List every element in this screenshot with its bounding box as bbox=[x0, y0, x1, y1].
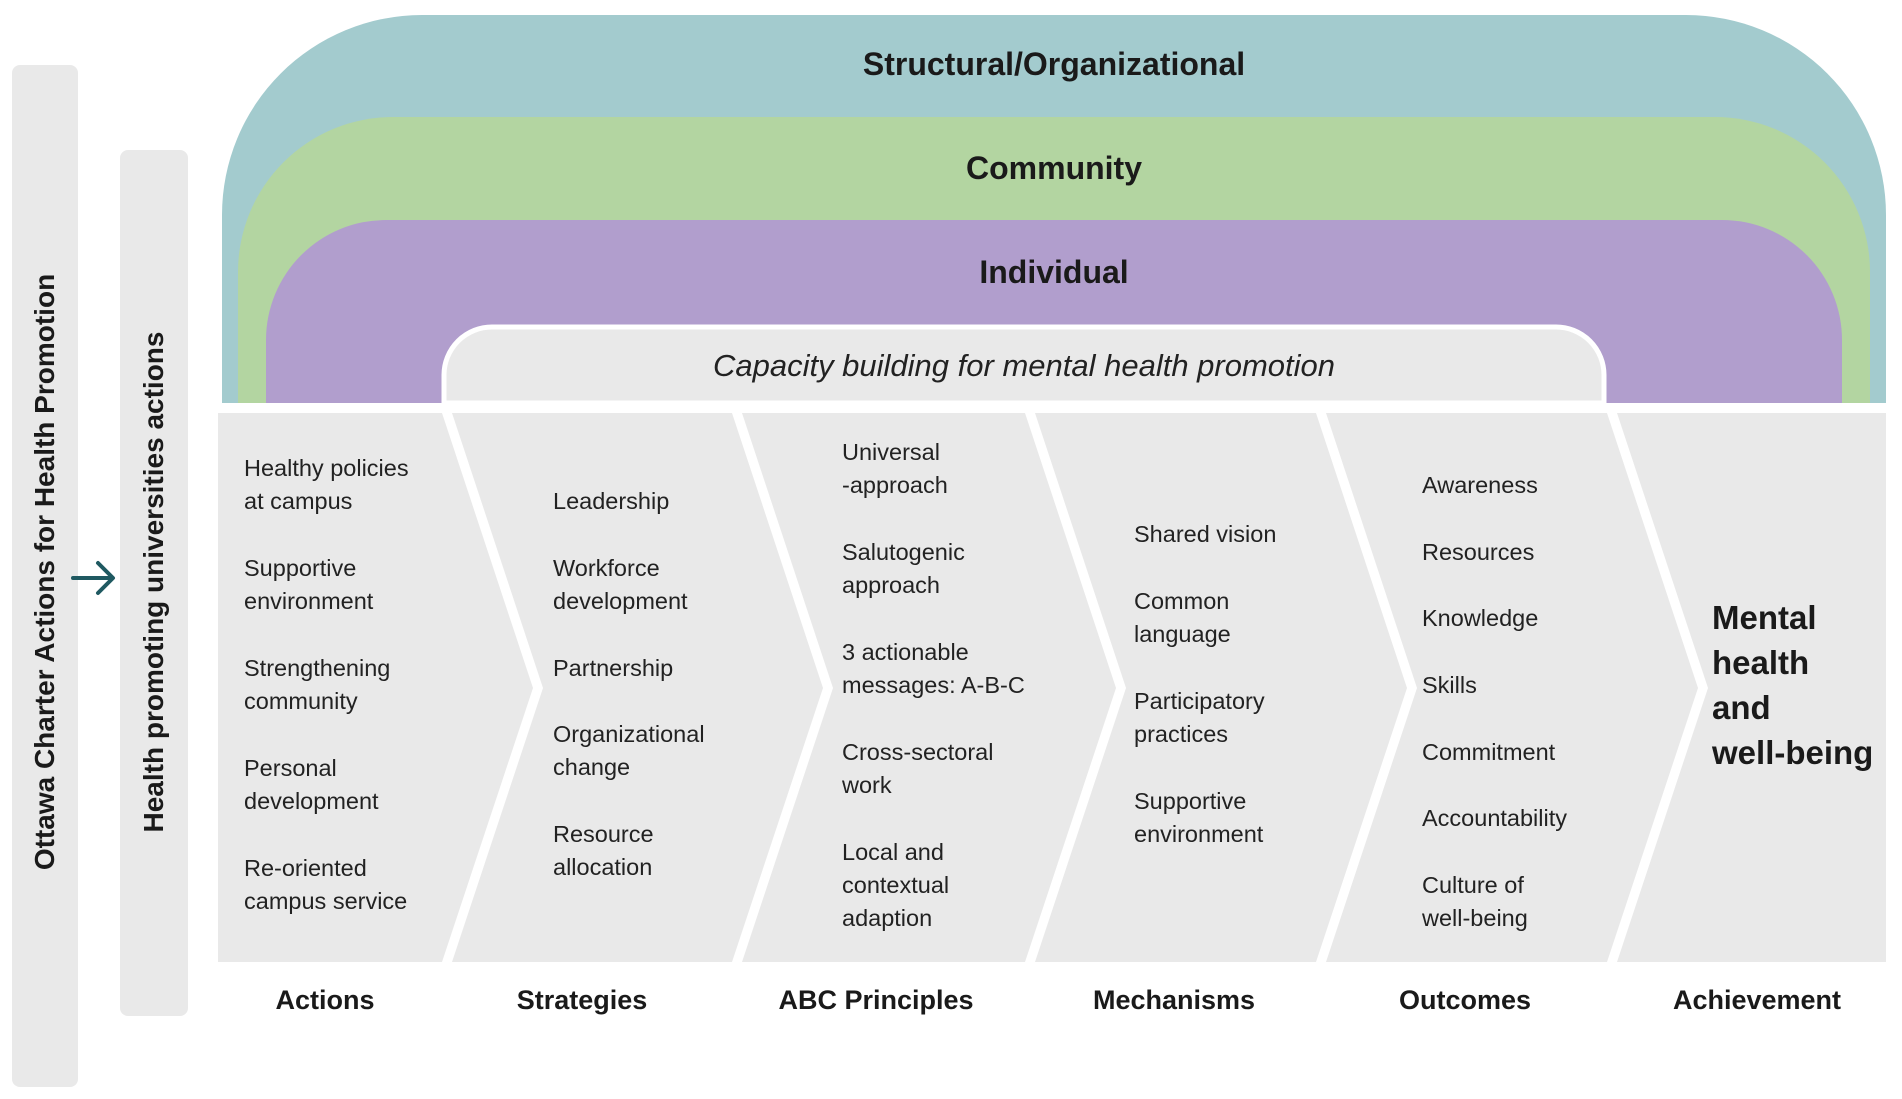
item-outcomes: Knowledge bbox=[1422, 602, 1642, 635]
item-line: Supportive bbox=[1134, 788, 1247, 814]
stage-label-actions: Actions bbox=[275, 985, 375, 1015]
level-individual-label: Individual bbox=[979, 254, 1129, 290]
item-line: Re-oriented bbox=[244, 855, 367, 881]
item-actions: Supportive environment bbox=[244, 552, 464, 618]
stage-label-mechanisms: Mechanisms bbox=[1092, 985, 1256, 1015]
item-outcomes: Skills bbox=[1422, 669, 1642, 702]
item-line: Workforce bbox=[553, 555, 660, 581]
item-strategies: Resource allocation bbox=[553, 818, 773, 884]
item-line: work bbox=[842, 772, 892, 798]
item-abc-principles: 3 actionable messages: A-B-C bbox=[842, 636, 1062, 702]
level-community-label: Community bbox=[966, 150, 1142, 186]
item-outcomes: Commitment bbox=[1422, 736, 1642, 769]
item-line: Healthy policies bbox=[244, 455, 409, 481]
item-line: Personal bbox=[244, 755, 337, 781]
item-line: at campus bbox=[244, 488, 353, 514]
chevron-achievement bbox=[1617, 413, 1886, 962]
item-strategies: Leadership bbox=[553, 485, 773, 518]
item-line: Skills bbox=[1422, 672, 1477, 698]
item-line: community bbox=[244, 688, 358, 714]
item-actions: Re-oriented campus service bbox=[244, 852, 464, 918]
item-strategies: Workforce development bbox=[553, 552, 773, 618]
item-line: environment bbox=[1134, 821, 1264, 847]
stage-label-strategies: Strategies bbox=[516, 985, 648, 1015]
item-line: Knowledge bbox=[1422, 605, 1539, 631]
chevron-abc-principles bbox=[742, 413, 1116, 962]
item-abc-principles: Universal -approach bbox=[842, 436, 1062, 502]
item-strategies: Partnership bbox=[553, 652, 773, 685]
item-mechanisms: Participatory practices bbox=[1134, 685, 1354, 751]
item-line: Universal bbox=[842, 439, 940, 465]
item-line: Leadership bbox=[553, 488, 670, 514]
item-line: Organizational bbox=[553, 721, 705, 747]
right-arrow-icon bbox=[71, 561, 115, 595]
item-line: Accountability bbox=[1422, 805, 1567, 831]
achievement-text: Mental health and well-being bbox=[1712, 595, 1873, 775]
achievement-line: well-being bbox=[1712, 734, 1874, 771]
item-abc-principles: Local and contextual adaption bbox=[842, 836, 1062, 935]
stage-label-achievement: Achievement bbox=[1672, 985, 1842, 1015]
level-structural-label: Structural/Organizational bbox=[862, 46, 1246, 82]
item-actions: Healthy policies at campus bbox=[244, 452, 464, 518]
item-outcomes: Resources bbox=[1422, 536, 1642, 569]
item-line: language bbox=[1134, 621, 1231, 647]
achievement-line: health bbox=[1712, 644, 1810, 681]
item-line: environment bbox=[244, 588, 374, 614]
item-line: Common bbox=[1134, 588, 1230, 614]
item-line: Supportive bbox=[244, 555, 357, 581]
item-abc-principles: Salutogenic approach bbox=[842, 536, 1062, 602]
item-line: Partnership bbox=[553, 655, 674, 681]
item-line: adaption bbox=[842, 905, 933, 931]
item-line: Participatory bbox=[1134, 688, 1265, 714]
item-actions: Personal development bbox=[244, 752, 464, 818]
item-line: Resources bbox=[1422, 539, 1535, 565]
chevron-outcomes bbox=[1326, 413, 1698, 962]
item-mechanisms: Shared vision bbox=[1134, 518, 1354, 551]
item-line: Commitment bbox=[1422, 739, 1556, 765]
capacity-building-label: Capacity building for mental health prom… bbox=[712, 348, 1336, 383]
item-line: messages: A-B-C bbox=[842, 672, 1025, 698]
item-strategies: Organizational change bbox=[553, 718, 773, 784]
capacity-band bbox=[441, 324, 1607, 406]
item-line: development bbox=[244, 788, 379, 814]
item-line: Culture of bbox=[1422, 872, 1524, 898]
achievement-line: and bbox=[1712, 689, 1771, 726]
chevron-actions bbox=[218, 413, 533, 962]
item-line: development bbox=[553, 588, 688, 614]
inner-side-bar bbox=[120, 150, 188, 1016]
item-line: 3 actionable bbox=[842, 639, 969, 665]
item-mechanisms: Common language bbox=[1134, 585, 1354, 651]
chevron-mechanisms bbox=[1035, 413, 1407, 962]
item-outcomes: Culture of well-being bbox=[1422, 869, 1642, 935]
item-line: contextual bbox=[842, 872, 950, 898]
item-line: well-being bbox=[1422, 905, 1528, 931]
item-line: Resource bbox=[553, 821, 654, 847]
health-promoting-universities-label: Health promoting universities actions bbox=[138, 331, 169, 833]
item-outcomes: Awareness bbox=[1422, 469, 1642, 502]
chevron-strategies bbox=[452, 413, 823, 962]
item-line: Awareness bbox=[1422, 472, 1538, 498]
item-mechanisms: Supportive environment bbox=[1134, 785, 1354, 851]
stage-label-abc-principles: ABC Principles bbox=[778, 985, 974, 1015]
item-line: practices bbox=[1134, 721, 1229, 747]
item-line: Shared vision bbox=[1134, 521, 1277, 547]
item-outcomes: Accountability bbox=[1422, 802, 1642, 835]
item-line: approach bbox=[842, 572, 940, 598]
achievement-line: Mental bbox=[1712, 599, 1817, 636]
stage-label-outcomes: Outcomes bbox=[1398, 985, 1532, 1015]
item-line: allocation bbox=[553, 854, 653, 880]
outer-side-bar bbox=[12, 65, 78, 1087]
item-line: campus service bbox=[244, 888, 408, 914]
item-line: Strengthening bbox=[244, 655, 391, 681]
item-line: -approach bbox=[842, 472, 948, 498]
item-actions: Strengthening community bbox=[244, 652, 464, 718]
item-line: change bbox=[553, 754, 631, 780]
item-line: Local and bbox=[842, 839, 944, 865]
item-line: Cross-sectoral bbox=[842, 739, 994, 765]
item-line: Salutogenic bbox=[842, 539, 965, 565]
ottawa-charter-label: Ottawa Charter Actions for Health Promot… bbox=[29, 273, 60, 871]
item-abc-principles: Cross-sectoral work bbox=[842, 736, 1062, 802]
